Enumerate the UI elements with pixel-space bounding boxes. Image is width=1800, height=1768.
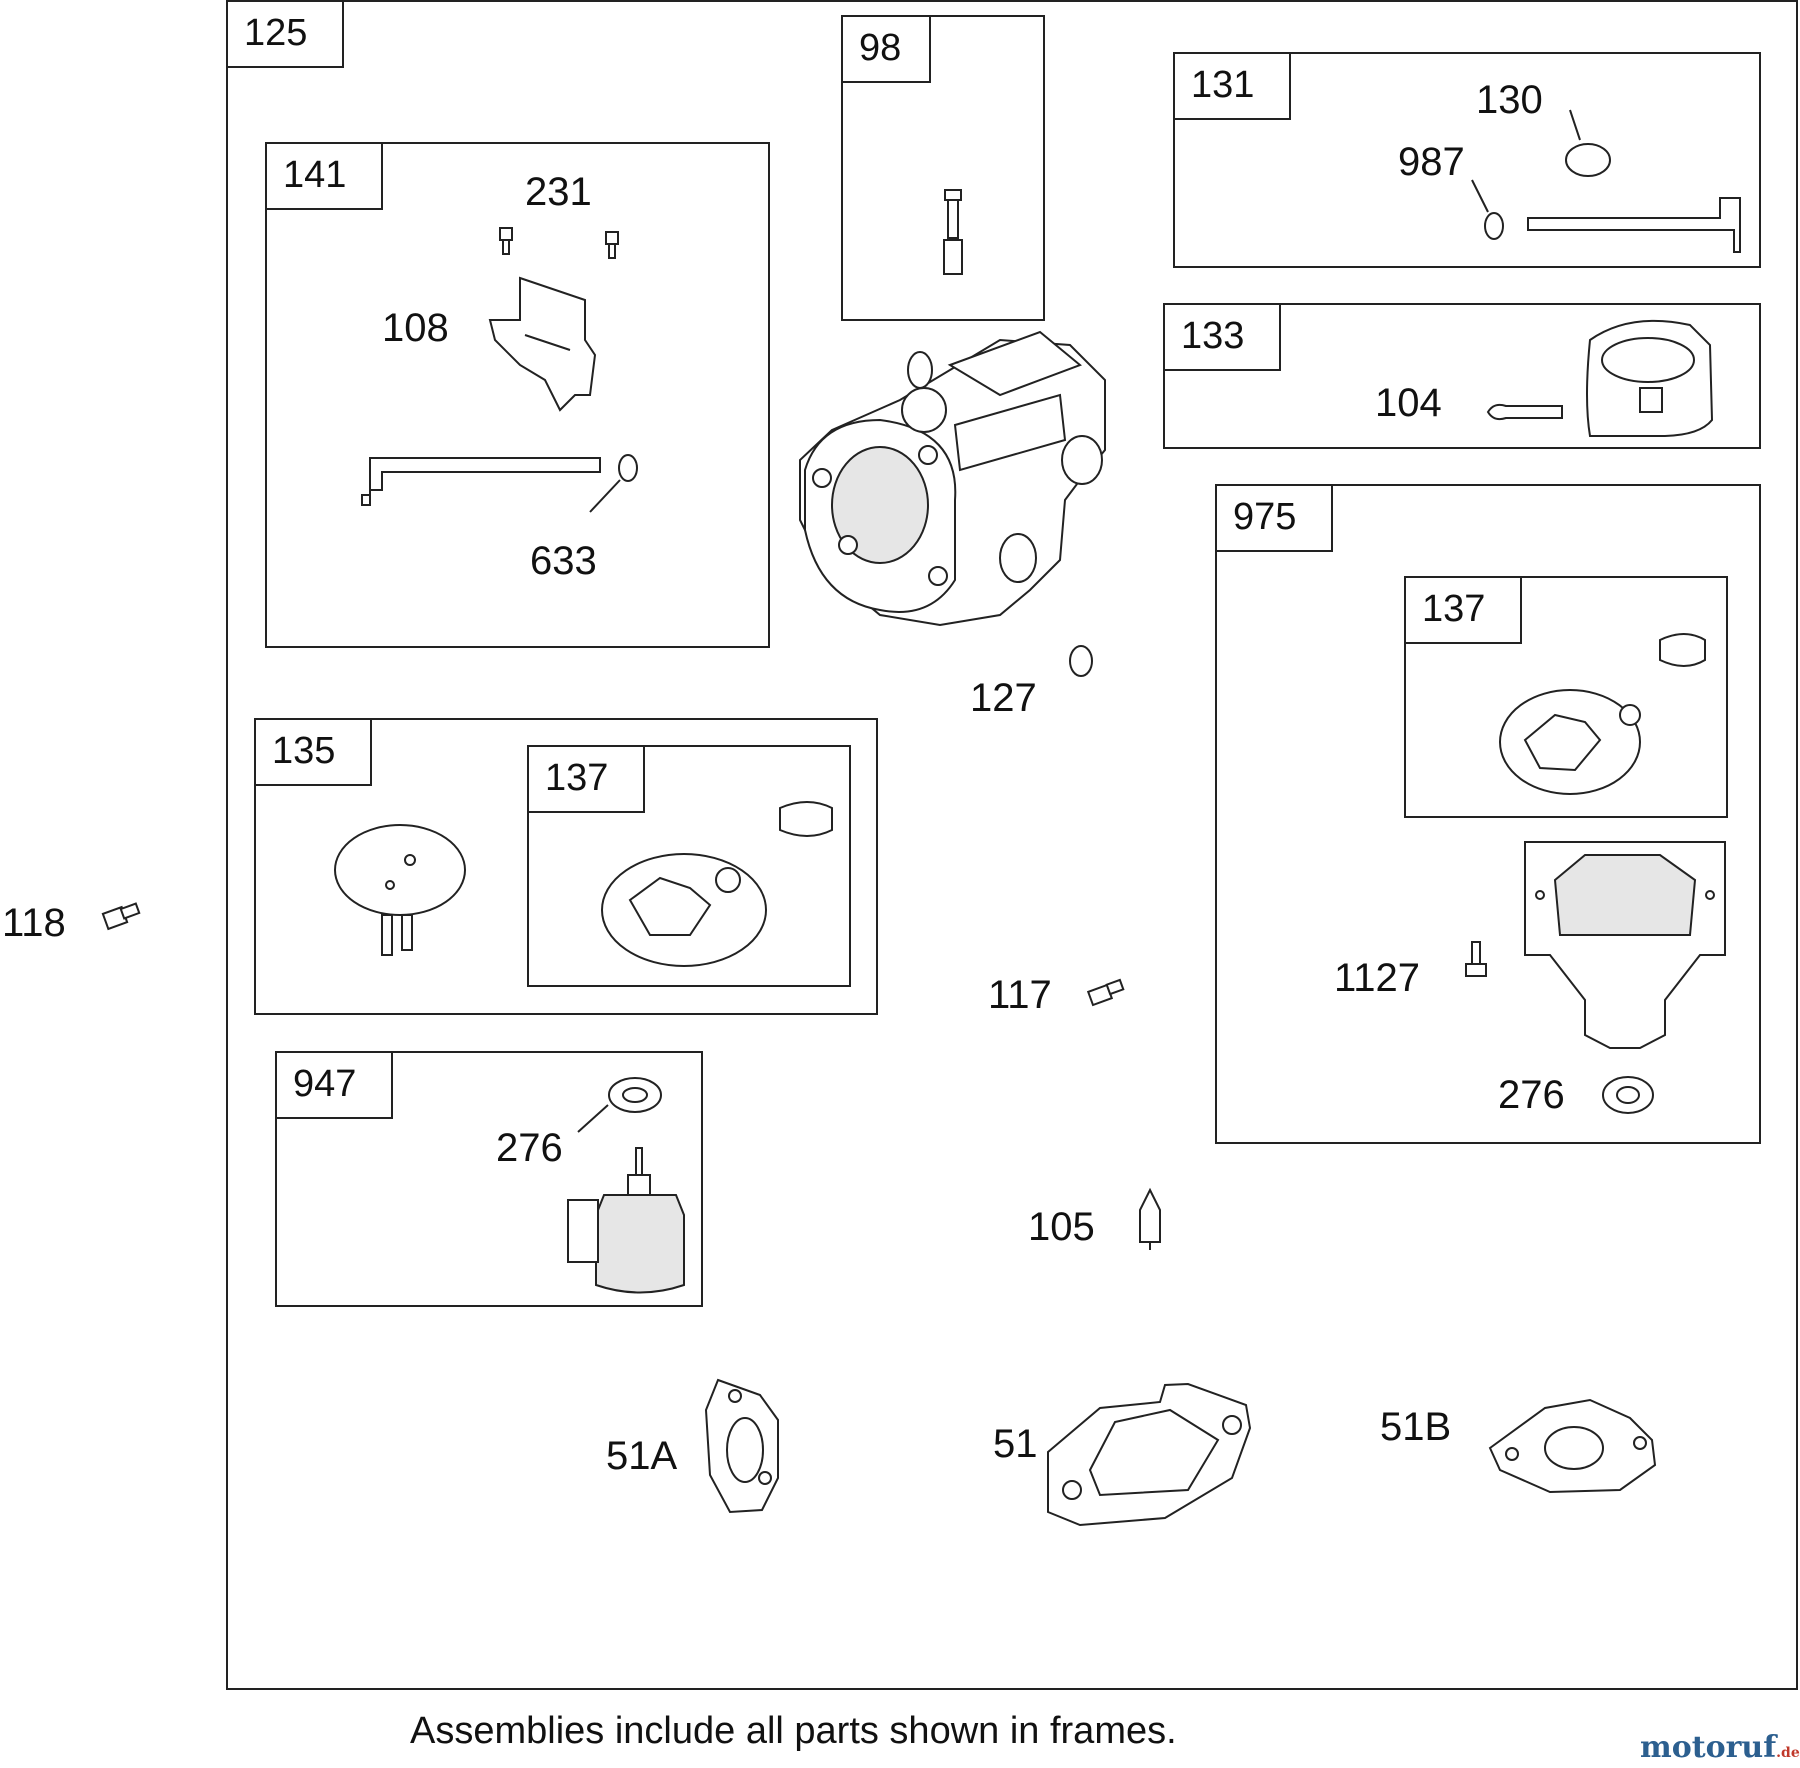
float-icon [1586,319,1714,437]
part-label-276-in-975: 276 [1498,1073,1565,1117]
watermark-text: motoruf [1640,1730,1777,1765]
watermark-logo: motoruf.de [1640,1730,1800,1765]
shaft-icon [1527,197,1741,253]
float-icon [334,824,466,956]
frame-label-125: 125 [226,0,344,68]
frame-label-131: 131 [1173,52,1291,120]
screw-icon [101,902,141,931]
bowl-icon [1524,841,1726,1049]
carburetor-body-icon [799,330,1106,627]
frame-label-98: 98 [841,15,931,83]
gasket-icon [1499,689,1641,795]
washer-icon [1484,212,1504,240]
washer-icon [608,1077,662,1113]
part-label-1127: 1127 [1334,956,1421,1000]
plate-icon [488,276,597,412]
part-label-127: 127 [970,676,1037,720]
part-label-276-in-947: 276 [496,1126,563,1170]
part-label-633: 633 [530,539,597,583]
frame-975: 975 [1215,484,1761,1144]
frame-label-137-in-135: 137 [527,745,645,813]
screw-icon [1086,978,1125,1007]
float-icon [1565,143,1611,177]
part-label-51A: 51A [606,1434,678,1478]
part-label-117: 117 [988,973,1052,1017]
gasket-icon [704,1378,779,1514]
shaft-icon [361,457,601,506]
frame-131: 131 [1173,52,1761,268]
diagram-caption: Assemblies include all parts shown in fr… [410,1710,1177,1752]
solenoid-icon [567,1147,685,1294]
frame-label-975: 975 [1215,484,1333,552]
part-label-231: 231 [525,170,592,214]
frame-125: 125 [226,0,1798,1690]
frame-98: 98 [841,15,1045,321]
needle-icon [1139,1187,1161,1250]
pin-icon [1486,403,1563,421]
washer-icon [779,801,833,837]
part-label-987: 987 [1398,140,1465,184]
frame-133: 133 [1163,303,1761,449]
part-label-108: 108 [382,306,449,350]
screw-icon [1465,941,1487,977]
frame-label-135: 135 [254,718,372,786]
frame-label-133: 133 [1163,303,1281,371]
watermark-suffix: .de [1776,1745,1800,1761]
part-label-51B: 51B [1380,1405,1452,1449]
spring-screw-icon [943,189,963,275]
gasket-icon [1047,1382,1252,1527]
washer-icon [618,454,638,482]
part-label-105: 105 [1028,1205,1095,1249]
gasket-icon [1488,1398,1657,1494]
frame-label-141: 141 [265,142,383,210]
frame-137-in-135: 137 [527,745,851,987]
frame-947: 947 [275,1051,703,1307]
screw-icon [605,231,619,259]
frame-label-137-in-975: 137 [1404,576,1522,644]
washer-icon [1659,633,1706,667]
part-label-118: 118 [2,901,66,945]
part-label-130: 130 [1476,78,1543,122]
washer-icon [1069,645,1093,677]
part-label-51: 51 [993,1422,1038,1466]
screw-icon [499,227,513,255]
frame-141: 141 [265,142,770,648]
gasket-icon [601,853,767,967]
part-label-104: 104 [1375,381,1442,425]
washer-icon [1602,1076,1654,1114]
frame-135: 135 [254,718,878,1015]
frame-137-in-975: 137 [1404,576,1728,818]
frame-label-947: 947 [275,1051,393,1119]
